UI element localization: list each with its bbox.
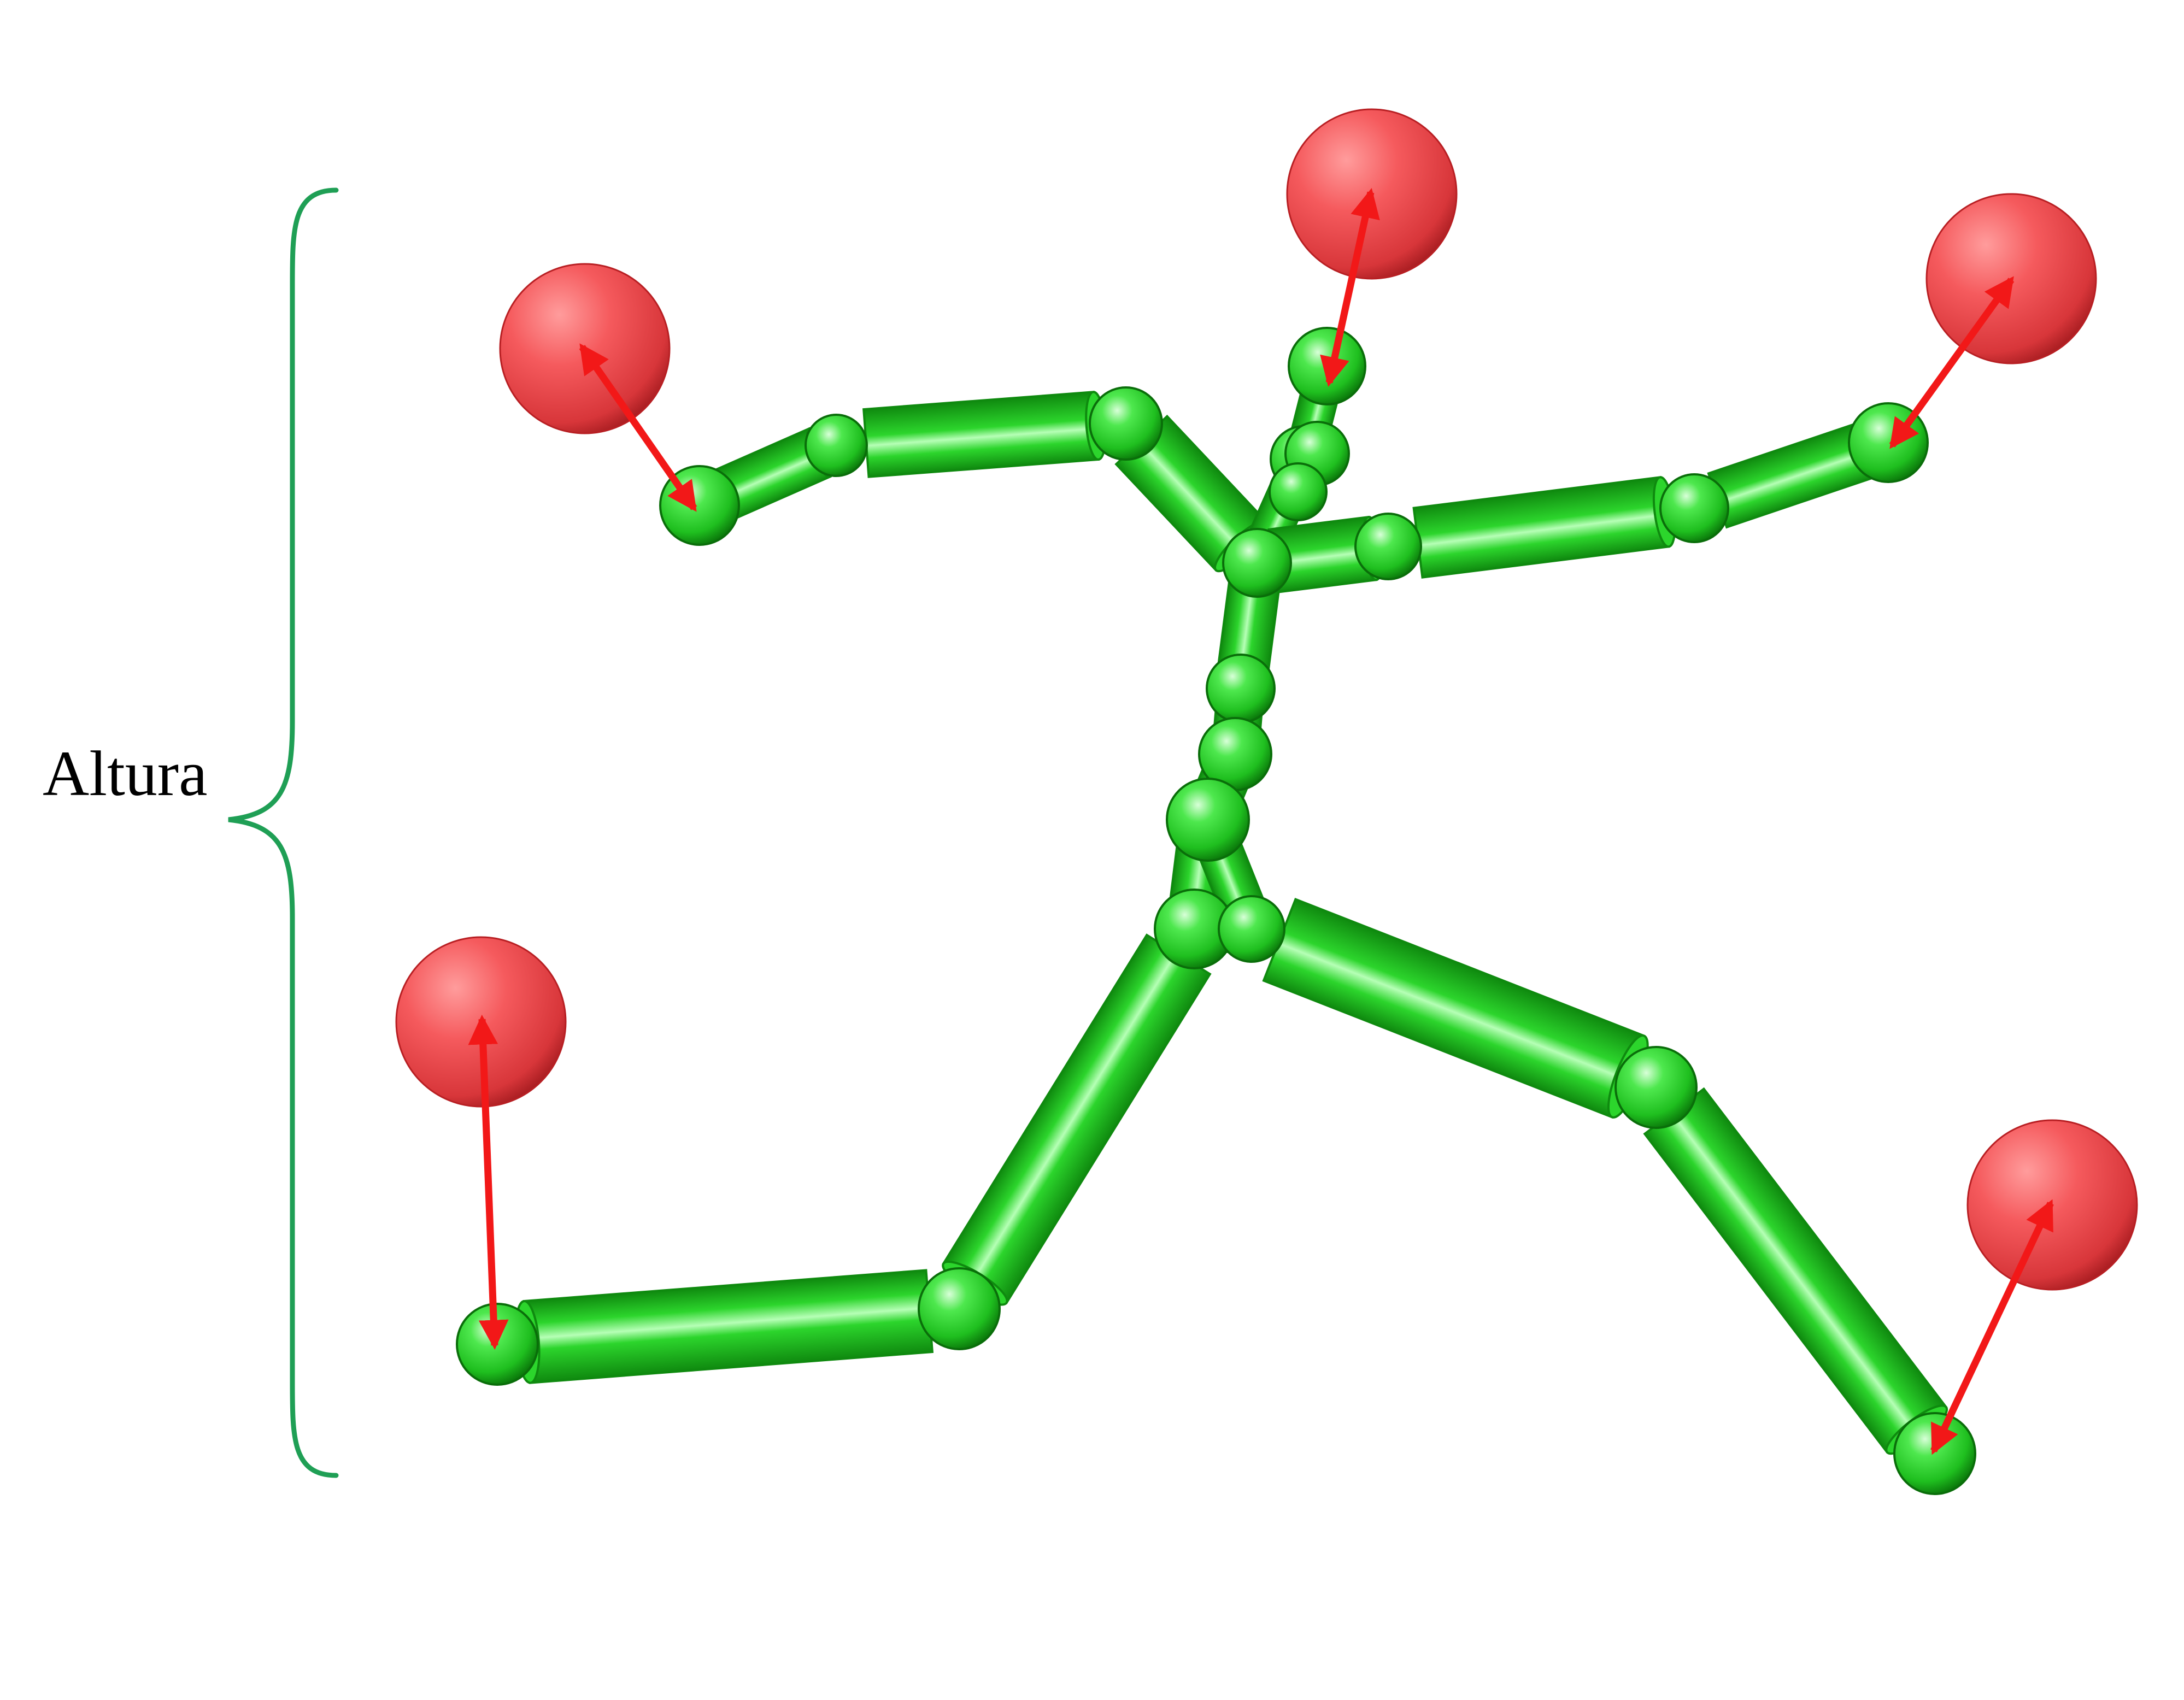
displacement-arrow-icon (1930, 1199, 2054, 1455)
height-brace (228, 187, 339, 1478)
joint-sphere (1288, 327, 1366, 405)
joint-sphere (1614, 1046, 1698, 1129)
bone-cylinder (942, 933, 1212, 1304)
joint-sphere (918, 1267, 1001, 1350)
joint-sphere (1222, 528, 1292, 598)
displacement-arrow-icon (468, 1014, 509, 1350)
displacement-arrow-icon (579, 343, 697, 512)
bone-cylinder (522, 1269, 934, 1384)
joint-sphere (805, 414, 868, 477)
joint-sphere (1206, 654, 1276, 723)
bone-cylinder (1412, 476, 1670, 579)
displacement-arrow-icon (1320, 187, 1380, 387)
joint-sphere (1089, 386, 1163, 461)
height-label: Altura (43, 738, 207, 809)
joint-sphere (1659, 473, 1729, 543)
brace-icon (228, 187, 339, 1478)
displacement-arrows (468, 187, 2054, 1455)
joint-sphere (1269, 462, 1328, 521)
bone-cylinder (862, 391, 1100, 478)
skeleton-joints (456, 327, 1976, 1495)
joint-sphere (1218, 895, 1285, 963)
joint-sphere (1166, 778, 1250, 862)
displacement-arrow-icon (1889, 276, 2015, 449)
target-sphere-icon (1925, 193, 2097, 364)
bone-cylinder (1643, 1087, 1948, 1454)
bone-cylinder (1262, 897, 1646, 1119)
joint-sphere (1354, 513, 1422, 580)
joint-sphere (1893, 1412, 1976, 1495)
